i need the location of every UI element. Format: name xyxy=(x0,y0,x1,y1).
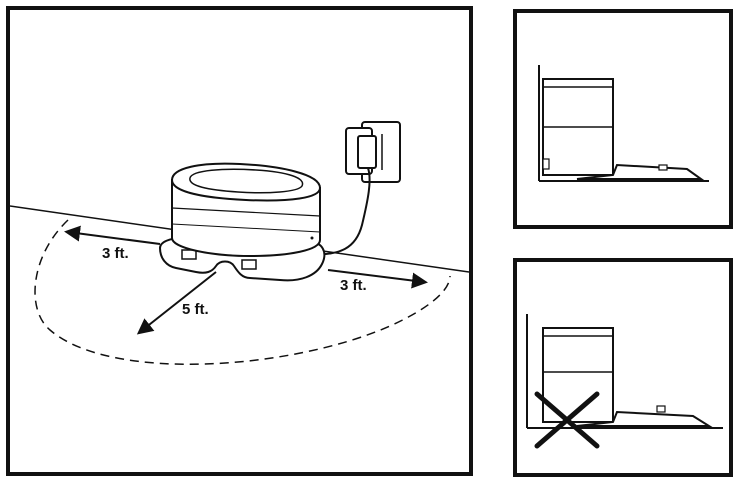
charging-dock-side-view xyxy=(542,78,705,180)
dock-away-from-wall-diagram xyxy=(526,314,723,449)
power-cord xyxy=(309,167,371,256)
charging-dock-side-view xyxy=(542,327,713,427)
left-clearance-arrow xyxy=(64,225,161,245)
wall-outlet xyxy=(345,121,401,183)
front-clearance-label: 5 ft. xyxy=(182,301,209,318)
incorrect-placement-panel xyxy=(513,258,733,477)
right-clearance-arrow xyxy=(327,269,428,289)
front-clearance-arrow xyxy=(136,271,217,335)
main-illustration-panel: 3 ft. 3 ft. 5 ft. xyxy=(6,6,473,476)
right-clearance-label: 3 ft. xyxy=(340,277,367,294)
x-mark-icon xyxy=(534,391,600,449)
correct-placement-panel xyxy=(513,9,733,229)
clearance-boundary xyxy=(34,219,451,365)
charging-dock xyxy=(158,162,326,282)
dock-clearance-diagram: 3 ft. 3 ft. 5 ft. xyxy=(10,121,469,365)
left-clearance-label: 3 ft. xyxy=(102,245,129,262)
charging-contact xyxy=(181,249,197,260)
dock-against-wall-diagram xyxy=(538,65,709,182)
charging-contact xyxy=(241,259,257,270)
